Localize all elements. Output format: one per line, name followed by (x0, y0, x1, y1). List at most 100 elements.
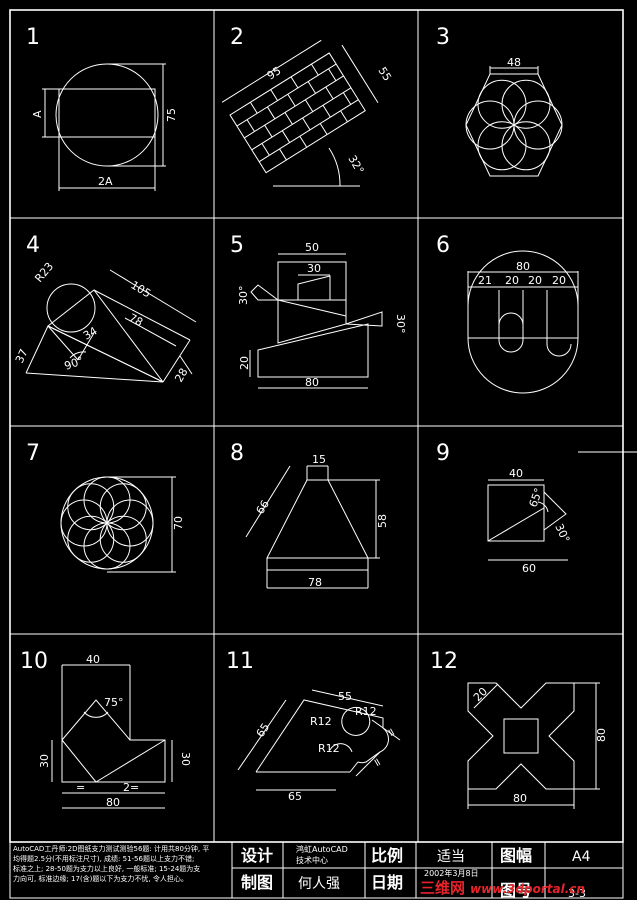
panel-number-6: 6 (436, 233, 450, 258)
drawing-11-dim-r12-b: R12 (310, 715, 332, 728)
drawing-2-dim-55: 55 (375, 65, 393, 84)
design-label: 设计 (241, 846, 273, 865)
panel-number-11: 11 (226, 649, 254, 674)
drawing-2-brick-wall (221, 39, 379, 174)
drawing-5-dim-50: 50 (305, 241, 319, 254)
drawing-6-dim-20-c: 20 (552, 274, 566, 287)
drawing-10-dim-75: 75° (104, 696, 124, 709)
drawing-6-dim-20-a: 20 (505, 274, 519, 287)
watermark-cn: 三维网 (420, 879, 465, 897)
drawing-6-arc-slots (467, 250, 579, 394)
drawing-9-dim-30: 30° (552, 522, 572, 545)
sheet-value: 3-3 (568, 887, 586, 900)
sheet-label: 图号 (500, 881, 532, 900)
drawing-11-dim-65-slant: 65 (254, 721, 273, 740)
drawing-10-dim-2eq: 2= (123, 781, 139, 794)
panel-number-7: 7 (26, 441, 40, 466)
drawing-2-dim-95: 95 (265, 64, 284, 82)
drawing-12-dim-80-bottom: 80 (513, 792, 527, 805)
drawing-12-dim-80-right: 80 (595, 728, 608, 742)
watermark-url: www.3dportal.cn (470, 882, 585, 896)
title-note-line-3: 标准之上; 28-50题为支力以上良好, 一般标准; 15-24题为支 (13, 864, 200, 873)
drawing-8-dim-78: 78 (308, 576, 322, 589)
drawing-4-dim-r23: R23 (32, 260, 56, 285)
drawing-1-dim-2a: 2A (98, 175, 113, 188)
drawing-5-dim-30: 30 (307, 262, 321, 275)
org-line-2: 技术中心 (296, 855, 328, 865)
drawing-3-dim-48: 48 (507, 56, 521, 69)
drawing-9-dim-60: 60 (522, 562, 536, 575)
drawing-4-dim-90: 90° (63, 354, 86, 373)
scale-label: 比例 (371, 846, 403, 865)
format-label: 图幅 (500, 846, 532, 865)
drawing-10-dim-80: 80 (106, 796, 120, 809)
drawing-1-circle-rectangle (42, 63, 166, 191)
drawing-5-dim-20: 20 (238, 356, 251, 370)
drawing-4-dim-37: 37 (13, 347, 31, 365)
drawing-5-stepped-blocks (249, 253, 383, 389)
drawing-11-slotted-plate (237, 689, 401, 791)
drawing-11-dim-55: 55 (338, 690, 352, 703)
drawing-2-dim-angle: 32° (345, 153, 366, 176)
panel-number-10: 10 (20, 649, 48, 674)
drawing-10-dim-30-right: 30 (179, 752, 192, 766)
title-note-line-2: 均得题2.5分(不用标注尺寸), 成绩: 51-56题以上支力不错; (13, 854, 194, 863)
drawing-9-dim-65: 65° (527, 486, 546, 509)
drawing-11-dim-r12-c: R12 (318, 742, 340, 755)
drawing-4-dim-105: 105 (128, 278, 153, 300)
panel-number-12: 12 (430, 649, 458, 674)
drawing-4-triangle-shapes (25, 269, 197, 383)
drawing-1-dim-a: A (31, 110, 44, 118)
org-line-1: 鸿虹AutoCAD (296, 844, 348, 854)
drawing-4-dim-34: 34 (81, 324, 100, 342)
drawing-12-dim-20: 20 (471, 685, 490, 704)
title-block (9, 841, 624, 899)
panel-number-5: 5 (230, 233, 244, 258)
drawing-2-angle (273, 147, 360, 187)
drawing-7-swirl-rosette (60, 476, 176, 573)
scale-value: 适当 (437, 849, 465, 865)
drawing-1-dim-75: 75 (165, 108, 178, 122)
panel-number-3: 3 (436, 25, 450, 50)
drawing-11-dim-65: 65 (288, 790, 302, 803)
drawing-3-hexagon-rosette (465, 66, 563, 177)
drawing-8-dim-15: 15 (312, 453, 326, 466)
drawing-10-pentagon (51, 664, 173, 809)
drawing-12-cross-shape (467, 682, 600, 809)
drawing-4-dim-28: 28 (172, 366, 190, 385)
drawing-9-square-angle (487, 479, 568, 561)
drawing-5-dim-30-left: 30° (237, 286, 250, 306)
panel-number-1: 1 (26, 25, 40, 50)
drawing-10-dim-30-left: 30 (38, 754, 51, 768)
date-label: 日期 (371, 873, 403, 892)
panel-number-2: 2 (230, 25, 244, 50)
panel-number-9: 9 (436, 441, 450, 466)
rosette-petal (477, 79, 527, 129)
title-note-line-4: 力向可, 标准边缘; 17(含)题以下为支力不忧, 令人担心。 (13, 874, 188, 883)
title-note-line-1: AutoCAD工丹师:2D图纸支力测试测验56题: 计用共80分钟, 平 (13, 844, 209, 853)
drawing-10-dim-40: 40 (86, 653, 100, 666)
drawn-value: 何人强 (298, 876, 340, 892)
drawing-6-dim-80: 80 (516, 260, 530, 273)
format-value: A4 (572, 849, 591, 865)
drawing-11-dim-r12-a: R12 (355, 705, 377, 718)
drawing-11-dim-eq-b: = (369, 755, 385, 769)
date-value: 2002年3月8日 (424, 868, 479, 878)
drawing-5-dim-80: 80 (305, 376, 319, 389)
drawn-label: 制图 (241, 873, 273, 892)
drawing-10-dim-eq: = (76, 781, 85, 794)
rosette-petal (501, 79, 551, 129)
drawing-8-dim-58: 58 (376, 514, 389, 528)
drawing-4-dim-78: 78 (127, 311, 145, 329)
drawing-6-dim-20-b: 20 (528, 274, 542, 287)
drawing-6-dim-21: 21 (478, 274, 492, 287)
drawing-8-dim-66: 66 (254, 498, 272, 517)
drawing-9-dim-40: 40 (509, 467, 523, 480)
panel-number-4: 4 (26, 233, 40, 258)
drawing-5-dim-30-right: 30° (394, 314, 407, 334)
drawing-8-trapezoid (245, 465, 380, 589)
panel-number-8: 8 (230, 441, 244, 466)
drawing-7-dim-70: 70 (172, 516, 185, 530)
swirl-arc (99, 483, 147, 531)
